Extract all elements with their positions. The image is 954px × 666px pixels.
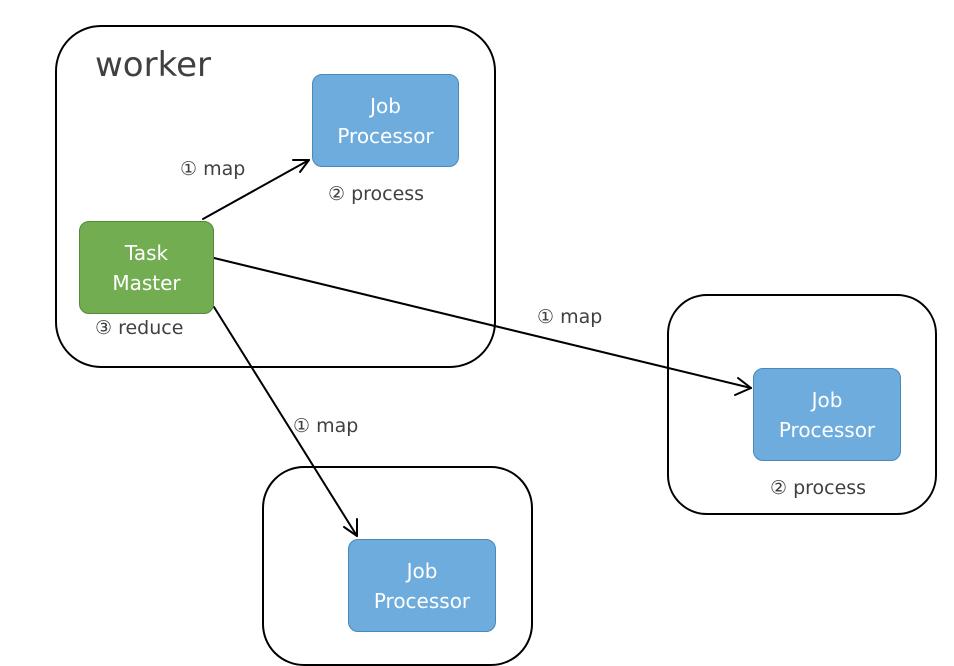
task-master-label-line2: Master — [112, 270, 181, 295]
task-master-label-line1: Task — [124, 240, 169, 265]
process-label-right: ② process — [770, 477, 867, 499]
arrowhead-map-to-right-job — [734, 377, 752, 396]
map-label-right: ① map — [537, 306, 603, 328]
map-label-worker: ① map — [180, 158, 246, 180]
task-master: Task Master — [79, 221, 214, 314]
job-processor-label-line1: Job — [406, 558, 438, 583]
arrow-map-to-worker-job — [202, 159, 310, 220]
arrow-layer — [202, 159, 752, 537]
reduce-label: ③ reduce — [95, 317, 184, 339]
arrow-map-to-right-job — [213, 257, 752, 389]
job-processor-bottom: Job Processor — [348, 539, 496, 632]
job-processor-label-line1: Job — [370, 93, 401, 118]
job-processor-label-line1: Job — [811, 387, 843, 412]
arrow-map-to-bottom-job — [213, 306, 358, 537]
job-processor-label-line2: Processor — [337, 123, 434, 148]
process-label-worker: ② process — [328, 183, 425, 205]
map-label-bottom: ① map — [293, 415, 359, 437]
arrowhead-map-to-worker-job — [292, 159, 310, 173]
diagram-canvas: worker Job Processor Task Master Job Pro… — [55, 25, 937, 666]
job-processor-worker: Job Processor — [312, 74, 459, 167]
job-processor-right: Job Processor — [753, 368, 901, 461]
worker-title: worker — [95, 45, 211, 85]
arrowhead-map-to-bottom-job — [343, 518, 358, 537]
job-processor-label-line2: Processor — [778, 417, 876, 442]
job-processor-label-line2: Processor — [373, 588, 471, 613]
